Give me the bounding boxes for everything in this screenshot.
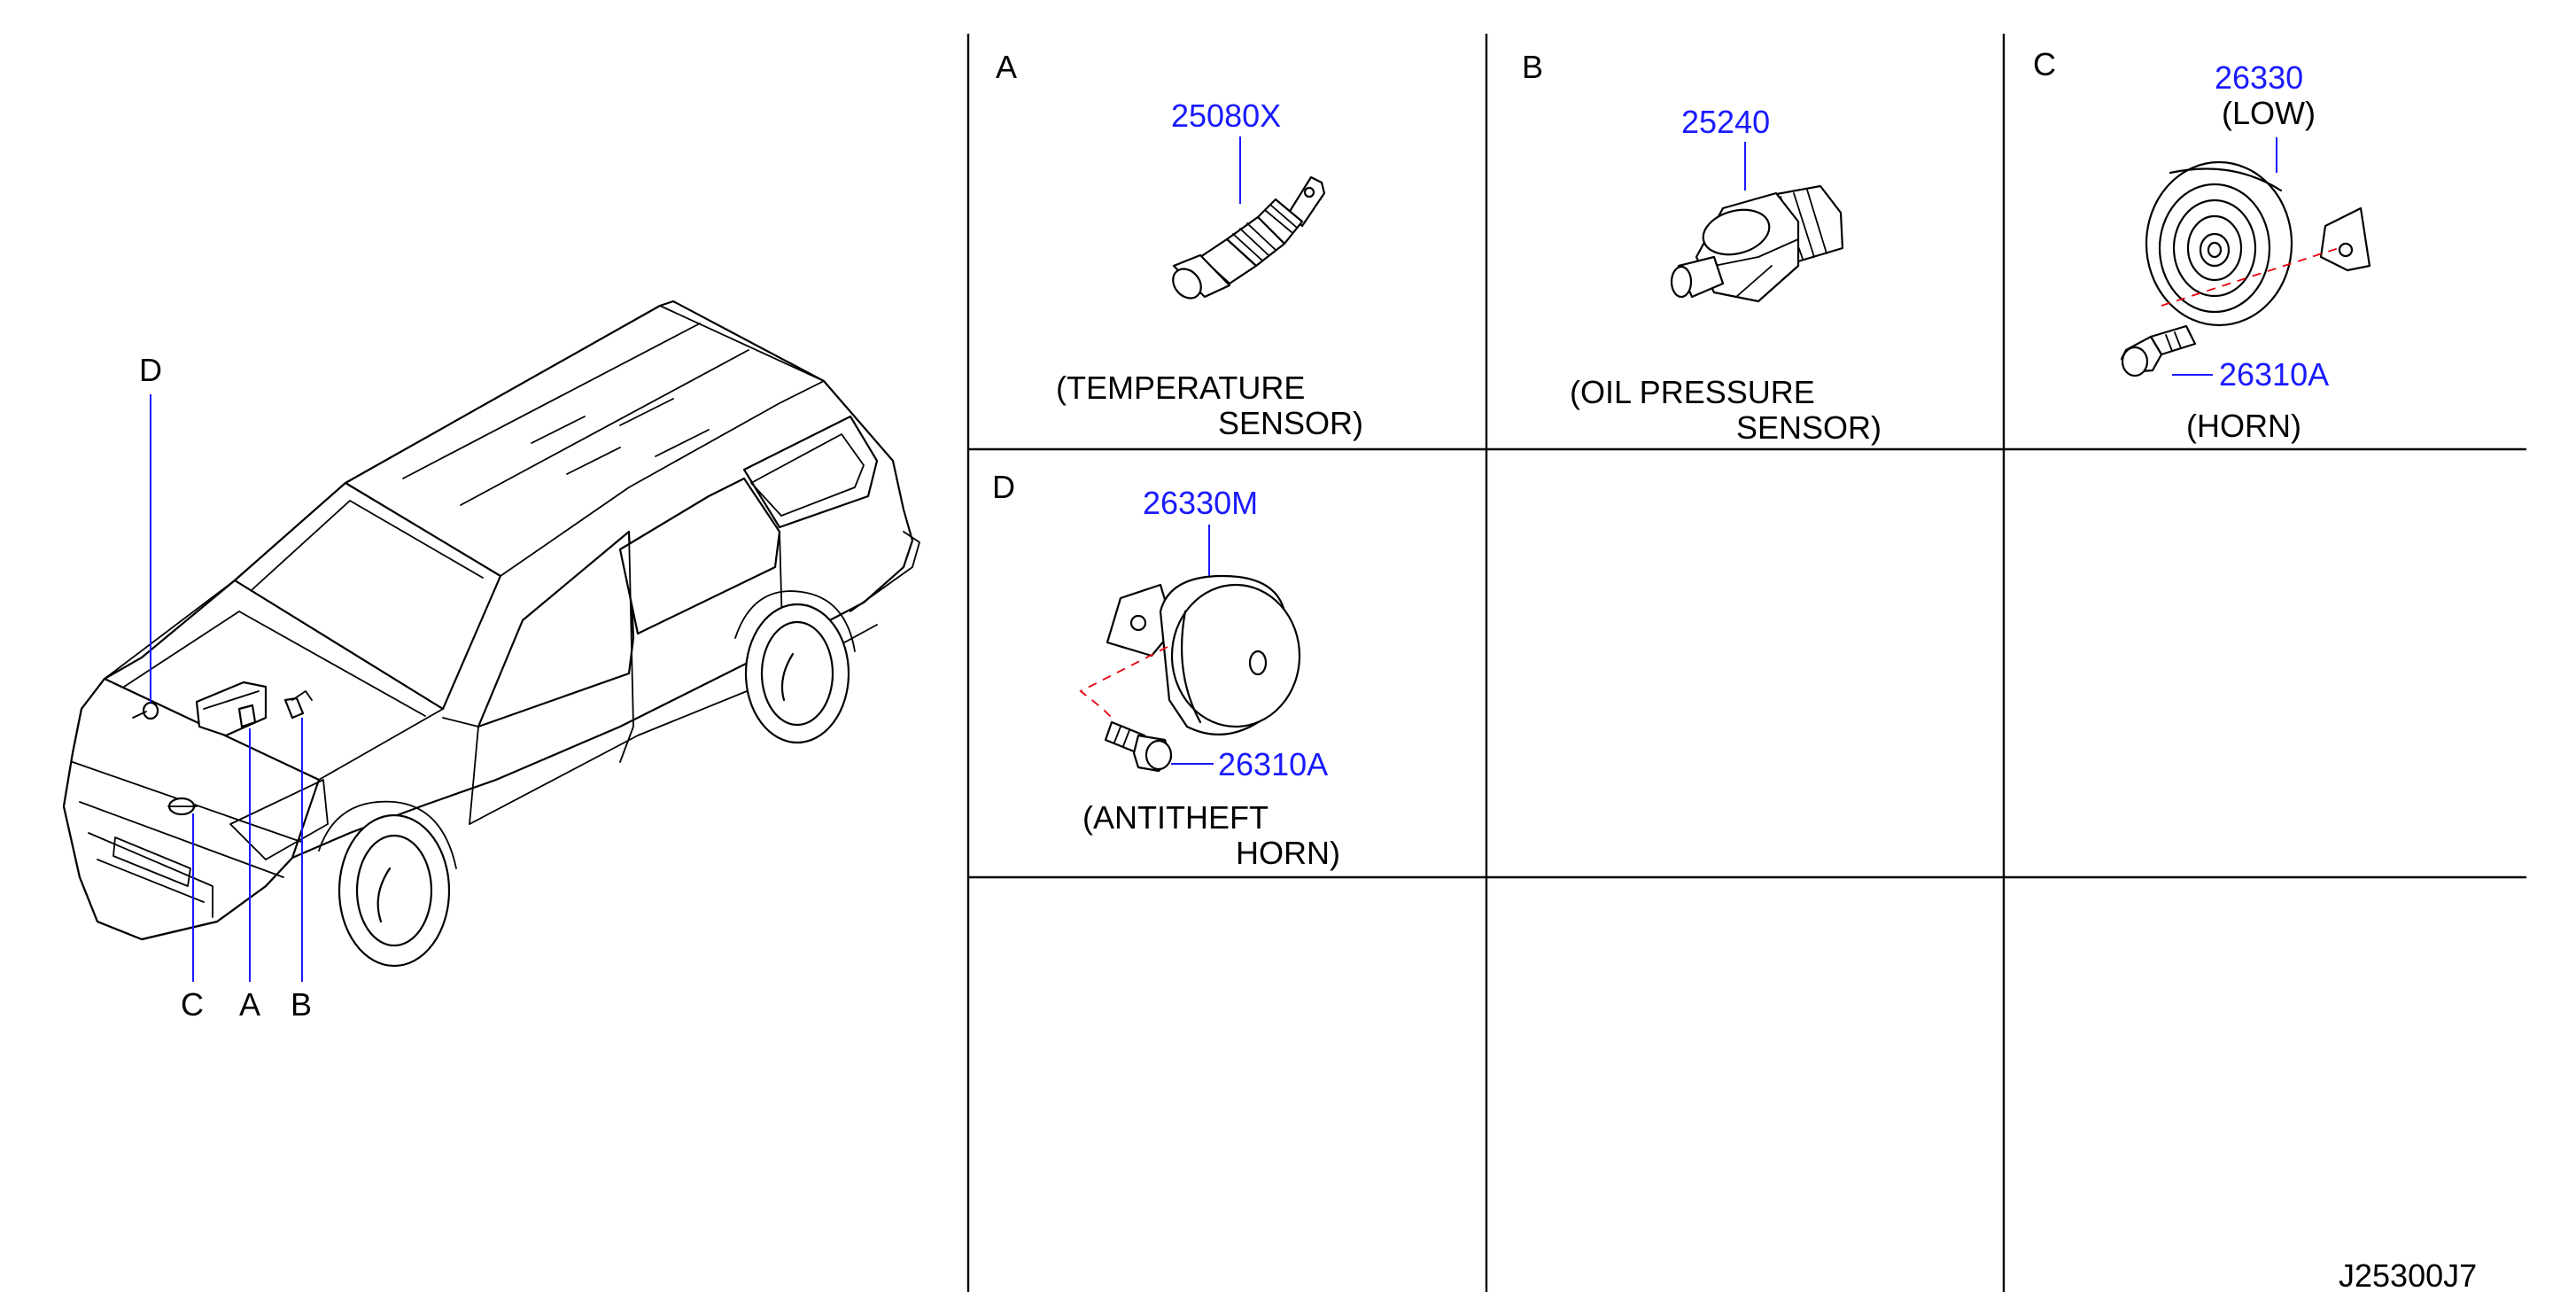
- vehicle-overview: [62, 300, 920, 968]
- panel-b: B 25240 (OIL PRESSURE SENSOR): [1522, 49, 1882, 446]
- antitheft-horn-icon: [1106, 574, 1301, 736]
- callout-d-label: D: [139, 352, 162, 388]
- panel-b-desc-line2: SENSOR): [1736, 409, 1882, 446]
- callout-b-label: B: [291, 986, 312, 1023]
- panel-c-desc-line1: (HORN): [2186, 408, 2301, 444]
- bolt-icon: [2120, 324, 2197, 377]
- panel-c-letter: C: [2033, 46, 2056, 82]
- panel-d-desc-line2: HORN): [1236, 835, 1340, 871]
- horn-icon: [2145, 160, 2371, 327]
- panel-b-letter: B: [1522, 49, 1543, 85]
- panel-d-letter: D: [992, 469, 1015, 505]
- oil-pressure-sensor-icon: [1670, 184, 1844, 303]
- panel-c: C 26330 (LOW) 26310A (HORN): [2033, 46, 2371, 444]
- panel-a-desc-line1: (TEMPERATURE: [1056, 370, 1305, 406]
- diagram-id: J25300J7: [2339, 1257, 2477, 1294]
- panel-d-part-number: 26330M: [1143, 485, 1258, 521]
- callout-a-label: A: [239, 986, 260, 1023]
- panel-d-bolt-part-number: 26310A: [1218, 746, 1328, 782]
- panel-a-desc-line2: SENSOR): [1218, 405, 1363, 441]
- callout-c-label: C: [181, 986, 204, 1023]
- panel-b-desc-line1: (OIL PRESSURE: [1570, 374, 1815, 410]
- callout-leaders: [150, 394, 303, 982]
- panel-c-bolt-part-number: 26310A: [2219, 356, 2329, 393]
- panel-c-part-number: 26330: [2215, 59, 2303, 96]
- panel-a-letter: A: [996, 49, 1017, 85]
- panel-a-part-number: 25080X: [1171, 97, 1281, 134]
- panel-a: A 25080X (TEMPERATURE SENSOR): [996, 49, 1363, 441]
- panel-b-part-number: 25240: [1681, 104, 1770, 140]
- bolt-icon: [1104, 720, 1173, 773]
- panel-c-part-note: (LOW): [2222, 95, 2316, 131]
- temperature-sensor-icon: [1172, 175, 1326, 300]
- panel-d-desc-line1: (ANTITHEFT: [1082, 799, 1269, 836]
- panel-grid: [966, 34, 2526, 1292]
- panel-d: D 26330M 26310A (ANTITHEFT HORN): [992, 469, 1340, 871]
